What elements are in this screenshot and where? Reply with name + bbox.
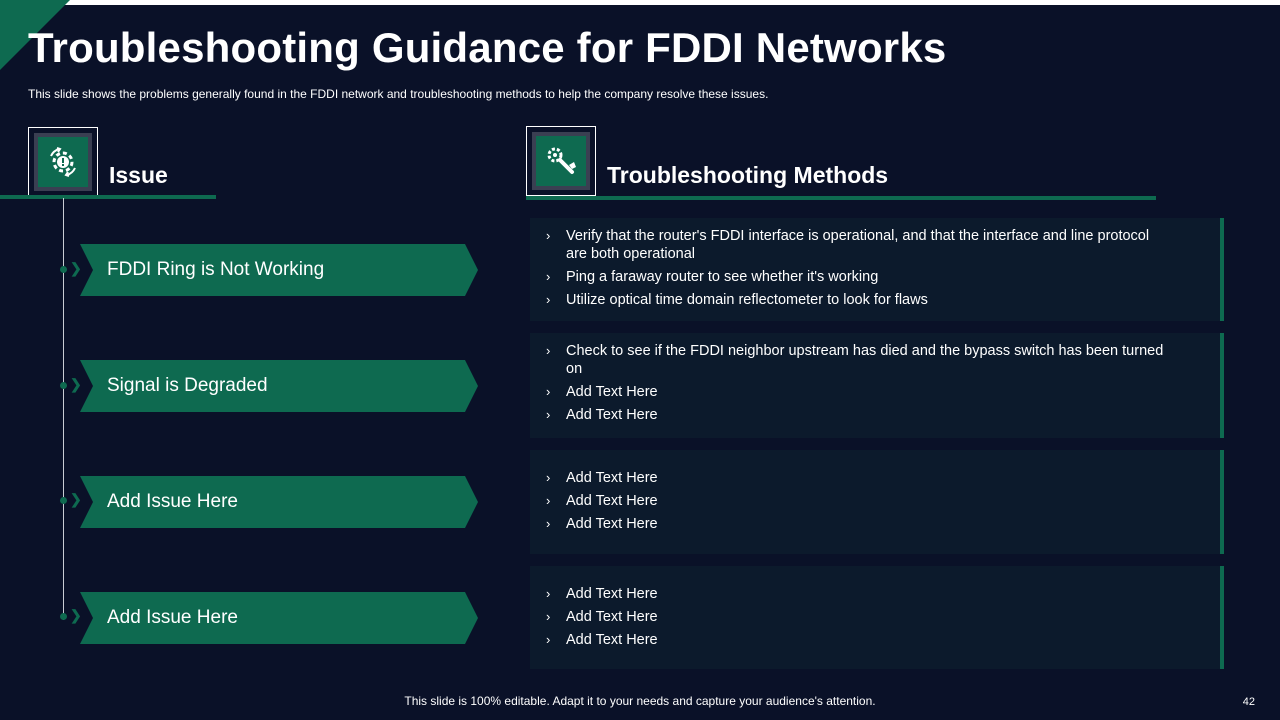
issue-item: Add Issue Here: [80, 592, 478, 644]
issue-heading: Issue: [109, 162, 168, 188]
timeline-line: [63, 198, 64, 620]
chevron-right-icon: ❯: [70, 491, 82, 507]
slide-subtitle: This slide shows the problems generally …: [28, 87, 769, 101]
timeline-dot: [60, 613, 67, 620]
method-item: ›Add Text Here: [546, 632, 658, 648]
top-border: [0, 0, 1280, 5]
issue-item: FDDI Ring is Not Working: [80, 244, 478, 296]
page-number: 42: [1242, 696, 1255, 708]
method-item: ›Add Text Here: [546, 407, 658, 423]
issue-item: Add Issue Here: [80, 476, 478, 528]
method-item: ›Add Text Here: [546, 493, 658, 509]
method-item: ›Add Text Here: [546, 384, 658, 400]
timeline-dot: [60, 266, 67, 273]
method-item: ›Utilize optical time domain reflectomet…: [546, 292, 928, 308]
chevron-right-icon: ❯: [70, 260, 82, 276]
gear-alert-icon: [38, 137, 88, 187]
method-box-edge: [1220, 218, 1224, 321]
method-box: ›Check to see if the FDDI neighbor upstr…: [530, 333, 1224, 438]
issue-icon-frame: [28, 127, 98, 197]
chevron-right-icon: ❯: [70, 376, 82, 392]
timeline-dot: [60, 497, 67, 504]
method-box: ›Add Text Here ›Add Text Here ›Add Text …: [530, 450, 1224, 554]
method-box-edge: [1220, 566, 1224, 669]
method-box-edge: [1220, 333, 1224, 438]
method-item: ›Check to see if the FDDI neighbor upstr…: [546, 343, 1164, 377]
issue-underline: [0, 195, 216, 199]
method-item: ›Verify that the router's FDDI interface…: [546, 228, 1150, 262]
tools-icon: [536, 136, 586, 186]
method-item: ›Ping a faraway router to see whether it…: [546, 269, 879, 285]
method-box-edge: [1220, 450, 1224, 554]
methods-icon-frame: [526, 126, 596, 196]
timeline-dot: [60, 382, 67, 389]
method-box: ›Verify that the router's FDDI interface…: [530, 218, 1224, 321]
method-item: ›Add Text Here: [546, 470, 658, 486]
chevron-right-icon: ❯: [70, 607, 82, 623]
method-item: ›Add Text Here: [546, 609, 658, 625]
issue-item: Signal is Degraded: [80, 360, 478, 412]
method-box: ›Add Text Here ›Add Text Here ›Add Text …: [530, 566, 1224, 669]
slide-title: Troubleshooting Guidance for FDDI Networ…: [28, 24, 947, 71]
method-item: ›Add Text Here: [546, 586, 658, 602]
methods-heading: Troubleshooting Methods: [607, 162, 889, 188]
methods-underline: [526, 196, 1156, 200]
footer-note: This slide is 100% editable. Adapt it to…: [404, 694, 876, 708]
method-item: ›Add Text Here: [546, 516, 658, 532]
